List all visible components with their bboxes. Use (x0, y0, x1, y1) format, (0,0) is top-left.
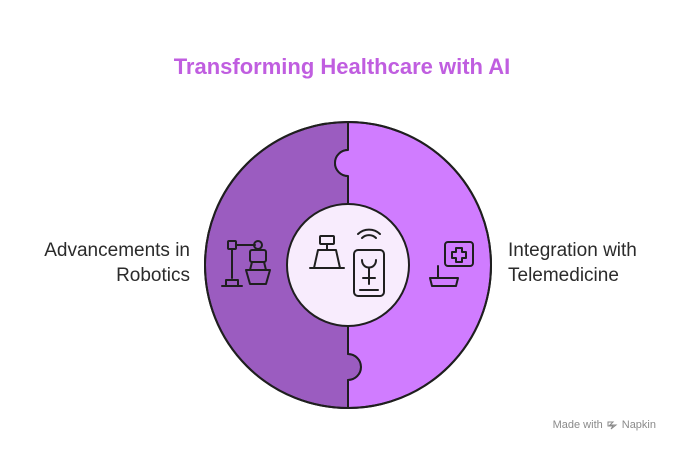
outer-circle (204, 121, 492, 409)
right-label-line2: Telemedicine (508, 265, 619, 286)
made-with-napkin-watermark: Made with Napkin (553, 419, 656, 431)
robotic-arm-icon (221, 240, 271, 287)
watermark-brand: Napkin (621, 419, 656, 431)
center-circle (286, 203, 410, 327)
left-label: Advancements in Robotics (44, 238, 190, 288)
watermark-prefix: Made with (552, 419, 603, 431)
left-label-line2: Robotics (116, 265, 190, 286)
smartphone-signal-icon (353, 228, 385, 297)
scale-icon (309, 235, 345, 269)
right-label-line1: Integration with (508, 240, 637, 261)
page-title: Transforming Healthcare with AI (173, 54, 511, 79)
left-label-line1: Advancements in (44, 240, 190, 261)
napkin-logo-icon (607, 421, 618, 429)
right-label: Integration with Telemedicine (508, 238, 637, 288)
laptop-medical-cross-icon (429, 241, 474, 287)
